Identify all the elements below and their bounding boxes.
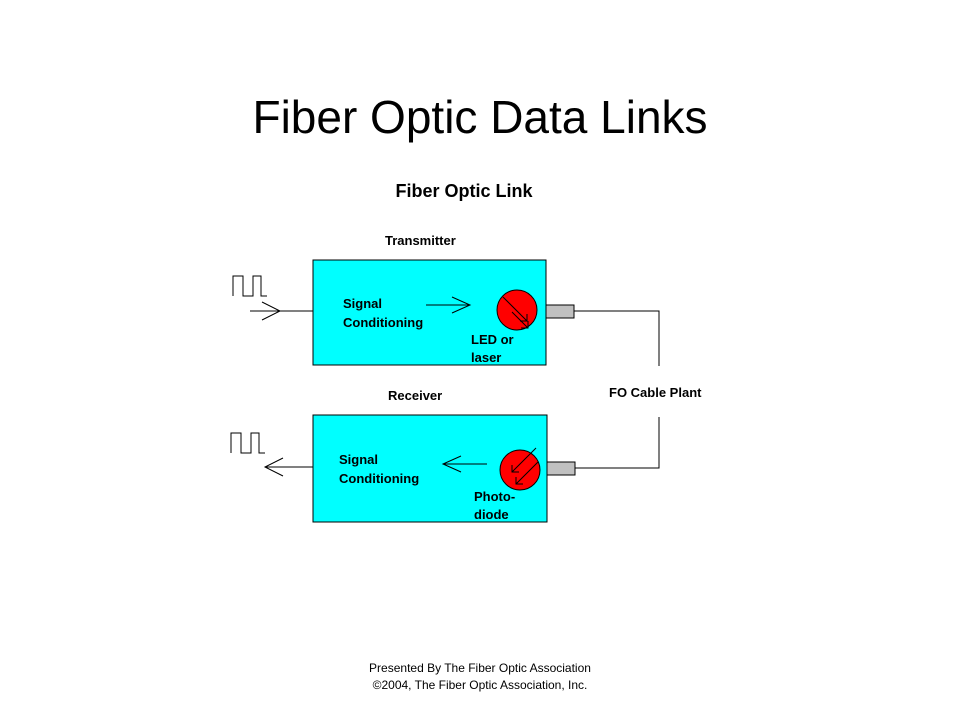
- transmitter-label: Transmitter: [385, 233, 456, 248]
- fiber-cable-bottom: [575, 417, 660, 469]
- slide-title: Fiber Optic Data Links: [252, 91, 708, 143]
- transmitter-signal-conditioning-label: Signal Conditioning: [343, 296, 423, 330]
- fo-cable-plant-label: FO Cable Plant: [609, 385, 702, 400]
- receiver-label: Receiver: [388, 388, 442, 403]
- led-laser-icon: [496, 289, 538, 331]
- footer-copyright-line: ©2004, The Fiber Optic Association, Inc.: [372, 678, 588, 692]
- receiver-signal-conditioning-label: Signal Conditioning: [339, 452, 419, 486]
- input-square-wave-icon: [232, 275, 267, 297]
- photodiode-label: Photo- diode: [474, 489, 519, 522]
- fiber-cable-top: [574, 310, 660, 366]
- transmitter-connector: [545, 304, 575, 319]
- footer-presenter-line: Presented By The Fiber Optic Association: [369, 661, 591, 675]
- footer: Presented By The Fiber Optic Association…: [0, 660, 960, 694]
- output-signal-arrow: [263, 457, 313, 477]
- receiver-internal-arrow: [441, 455, 487, 473]
- led-or-laser-label: LED or laser: [471, 332, 517, 365]
- output-square-wave-icon: [230, 432, 265, 454]
- input-signal-arrow: [250, 301, 313, 321]
- photodiode-icon: [499, 447, 541, 491]
- transmitter-internal-arrow: [426, 296, 472, 314]
- receiver-connector: [546, 461, 576, 476]
- diagram-title: Fiber Optic Link: [395, 181, 533, 201]
